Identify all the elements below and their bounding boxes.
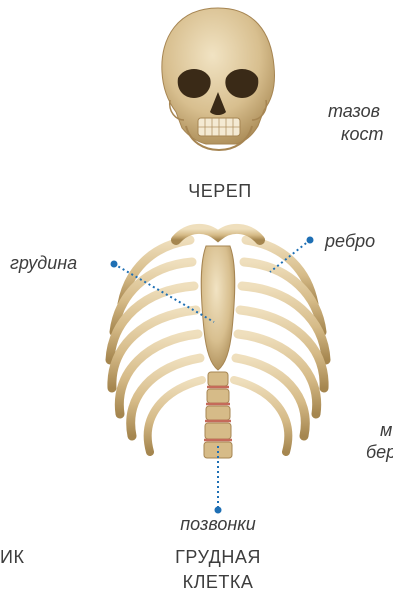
right-edge-label-fragment-2: бер [366,442,393,463]
ribcage-caption-line1: ГРУДНАЯ [150,547,286,568]
sternum-label: грудина [10,253,77,274]
pelvic-bone-label-fragment-1: тазов [328,101,380,122]
rib-label: ребро [325,231,375,252]
right-edge-label-fragment-1: м [380,420,392,441]
sternum-bone [201,246,235,370]
left-edge-caption-fragment: ИК [0,547,24,568]
skull-caption: ЧЕРЕП [170,181,270,202]
ribcage-illustration [110,229,326,458]
vertebrae-label: позвонки [160,514,276,535]
pelvic-bone-label-fragment-2: кост [341,124,384,145]
ribcage-caption-line2: КЛЕТКА [150,572,286,593]
